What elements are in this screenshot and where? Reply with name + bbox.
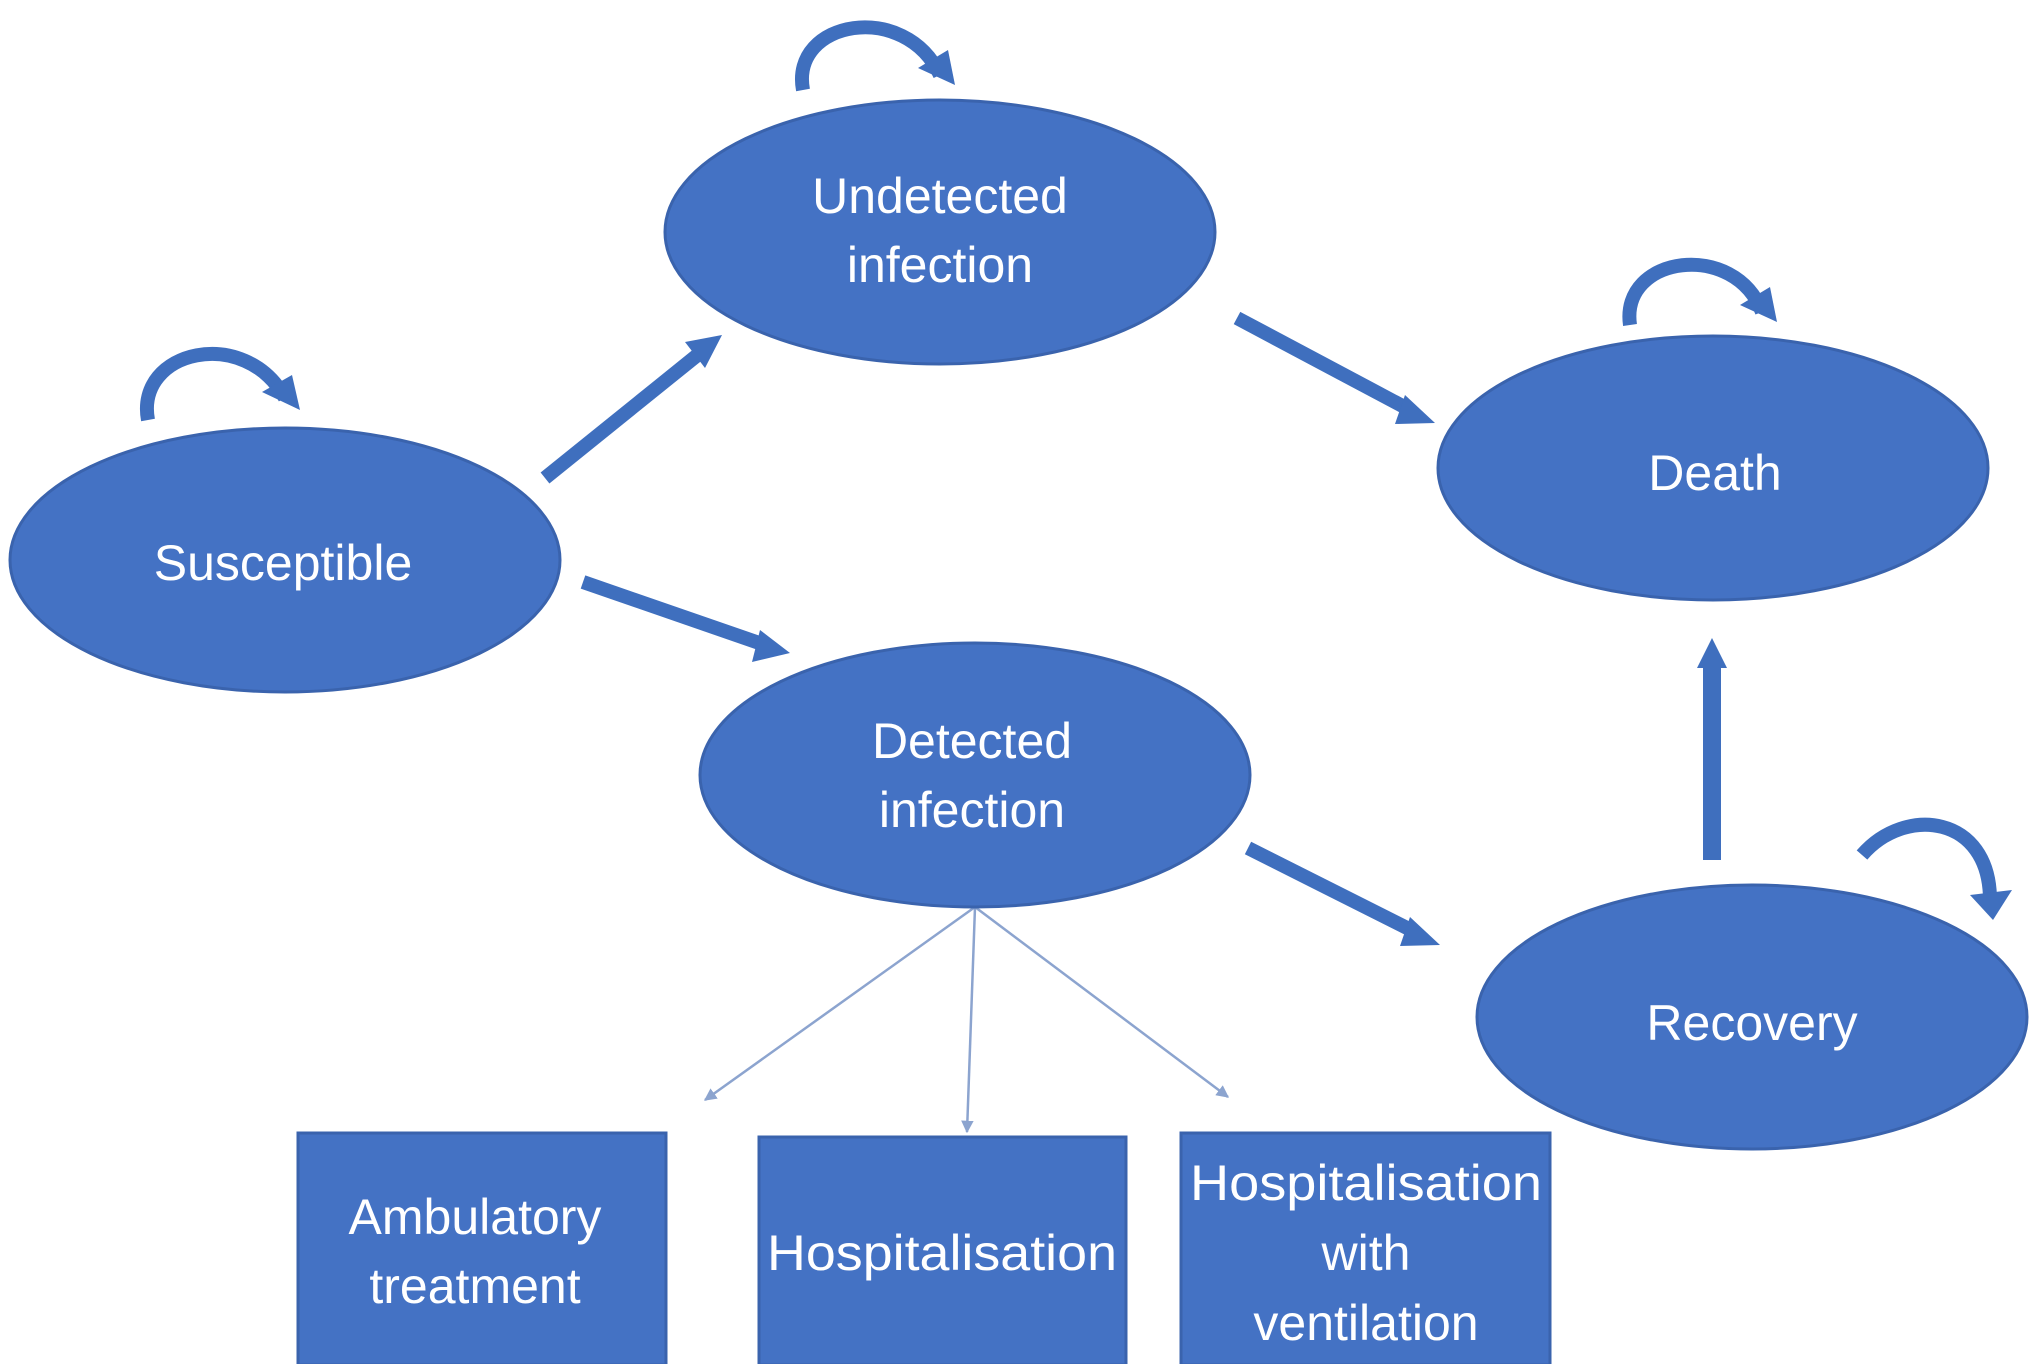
outcome-hospitalisation-with-ventilation: Hospitalisation with ventilation [1179,1131,1552,1364]
recovery-label: Recovery [1646,995,1857,1051]
ambulatory-label-line1: Ambulatory [349,1189,602,1245]
self-loop-death [1622,257,1777,326]
branch-arrows [703,905,1229,1134]
branch-arrow-ventilation [974,906,1229,1098]
undetected-label-line1: Undetected [812,168,1068,224]
detected-label-line2: infection [879,782,1065,838]
state-undetected-infection: Undetected infection [663,98,1217,366]
susceptible-label: Susceptible [154,535,413,591]
self-loop-recovery [1856,817,2012,920]
state-death: Death [1436,334,1990,602]
ventilation-label-line2: with [1321,1225,1411,1281]
outcome-ambulatory-treatment: Ambulatory treatment [296,1131,668,1364]
detected-label-line1: Detected [872,713,1072,769]
ventilation-label-line1: Hospitalisation [1190,1155,1542,1211]
state-detected-infection: Detected infection [698,641,1252,909]
undetected-label-line2: infection [847,237,1033,293]
branch-arrow-hospitalisation [961,906,977,1134]
death-label: Death [1648,445,1781,501]
state-recovery: Recovery [1475,883,2029,1151]
self-loop-undetected [795,20,955,92]
outcome-hospitalisation: Hospitalisation [757,1135,1128,1364]
arrow-detected-to-recovery [1244,841,1440,946]
arrow-undetected-to-death [1233,311,1435,424]
hospitalisation-label: Hospitalisation [767,1225,1117,1281]
ventilation-label-line3: ventilation [1253,1295,1478,1351]
ambulatory-label-line2: treatment [369,1258,580,1314]
arrow-susceptible-to-detected [580,575,790,662]
arrow-recovery-to-death [1697,638,1727,860]
arrow-susceptible-to-undetected [540,335,722,484]
state-susceptible: Susceptible [8,426,562,694]
self-loop-susceptible [139,346,300,422]
branch-arrow-ambulatory [703,905,976,1102]
